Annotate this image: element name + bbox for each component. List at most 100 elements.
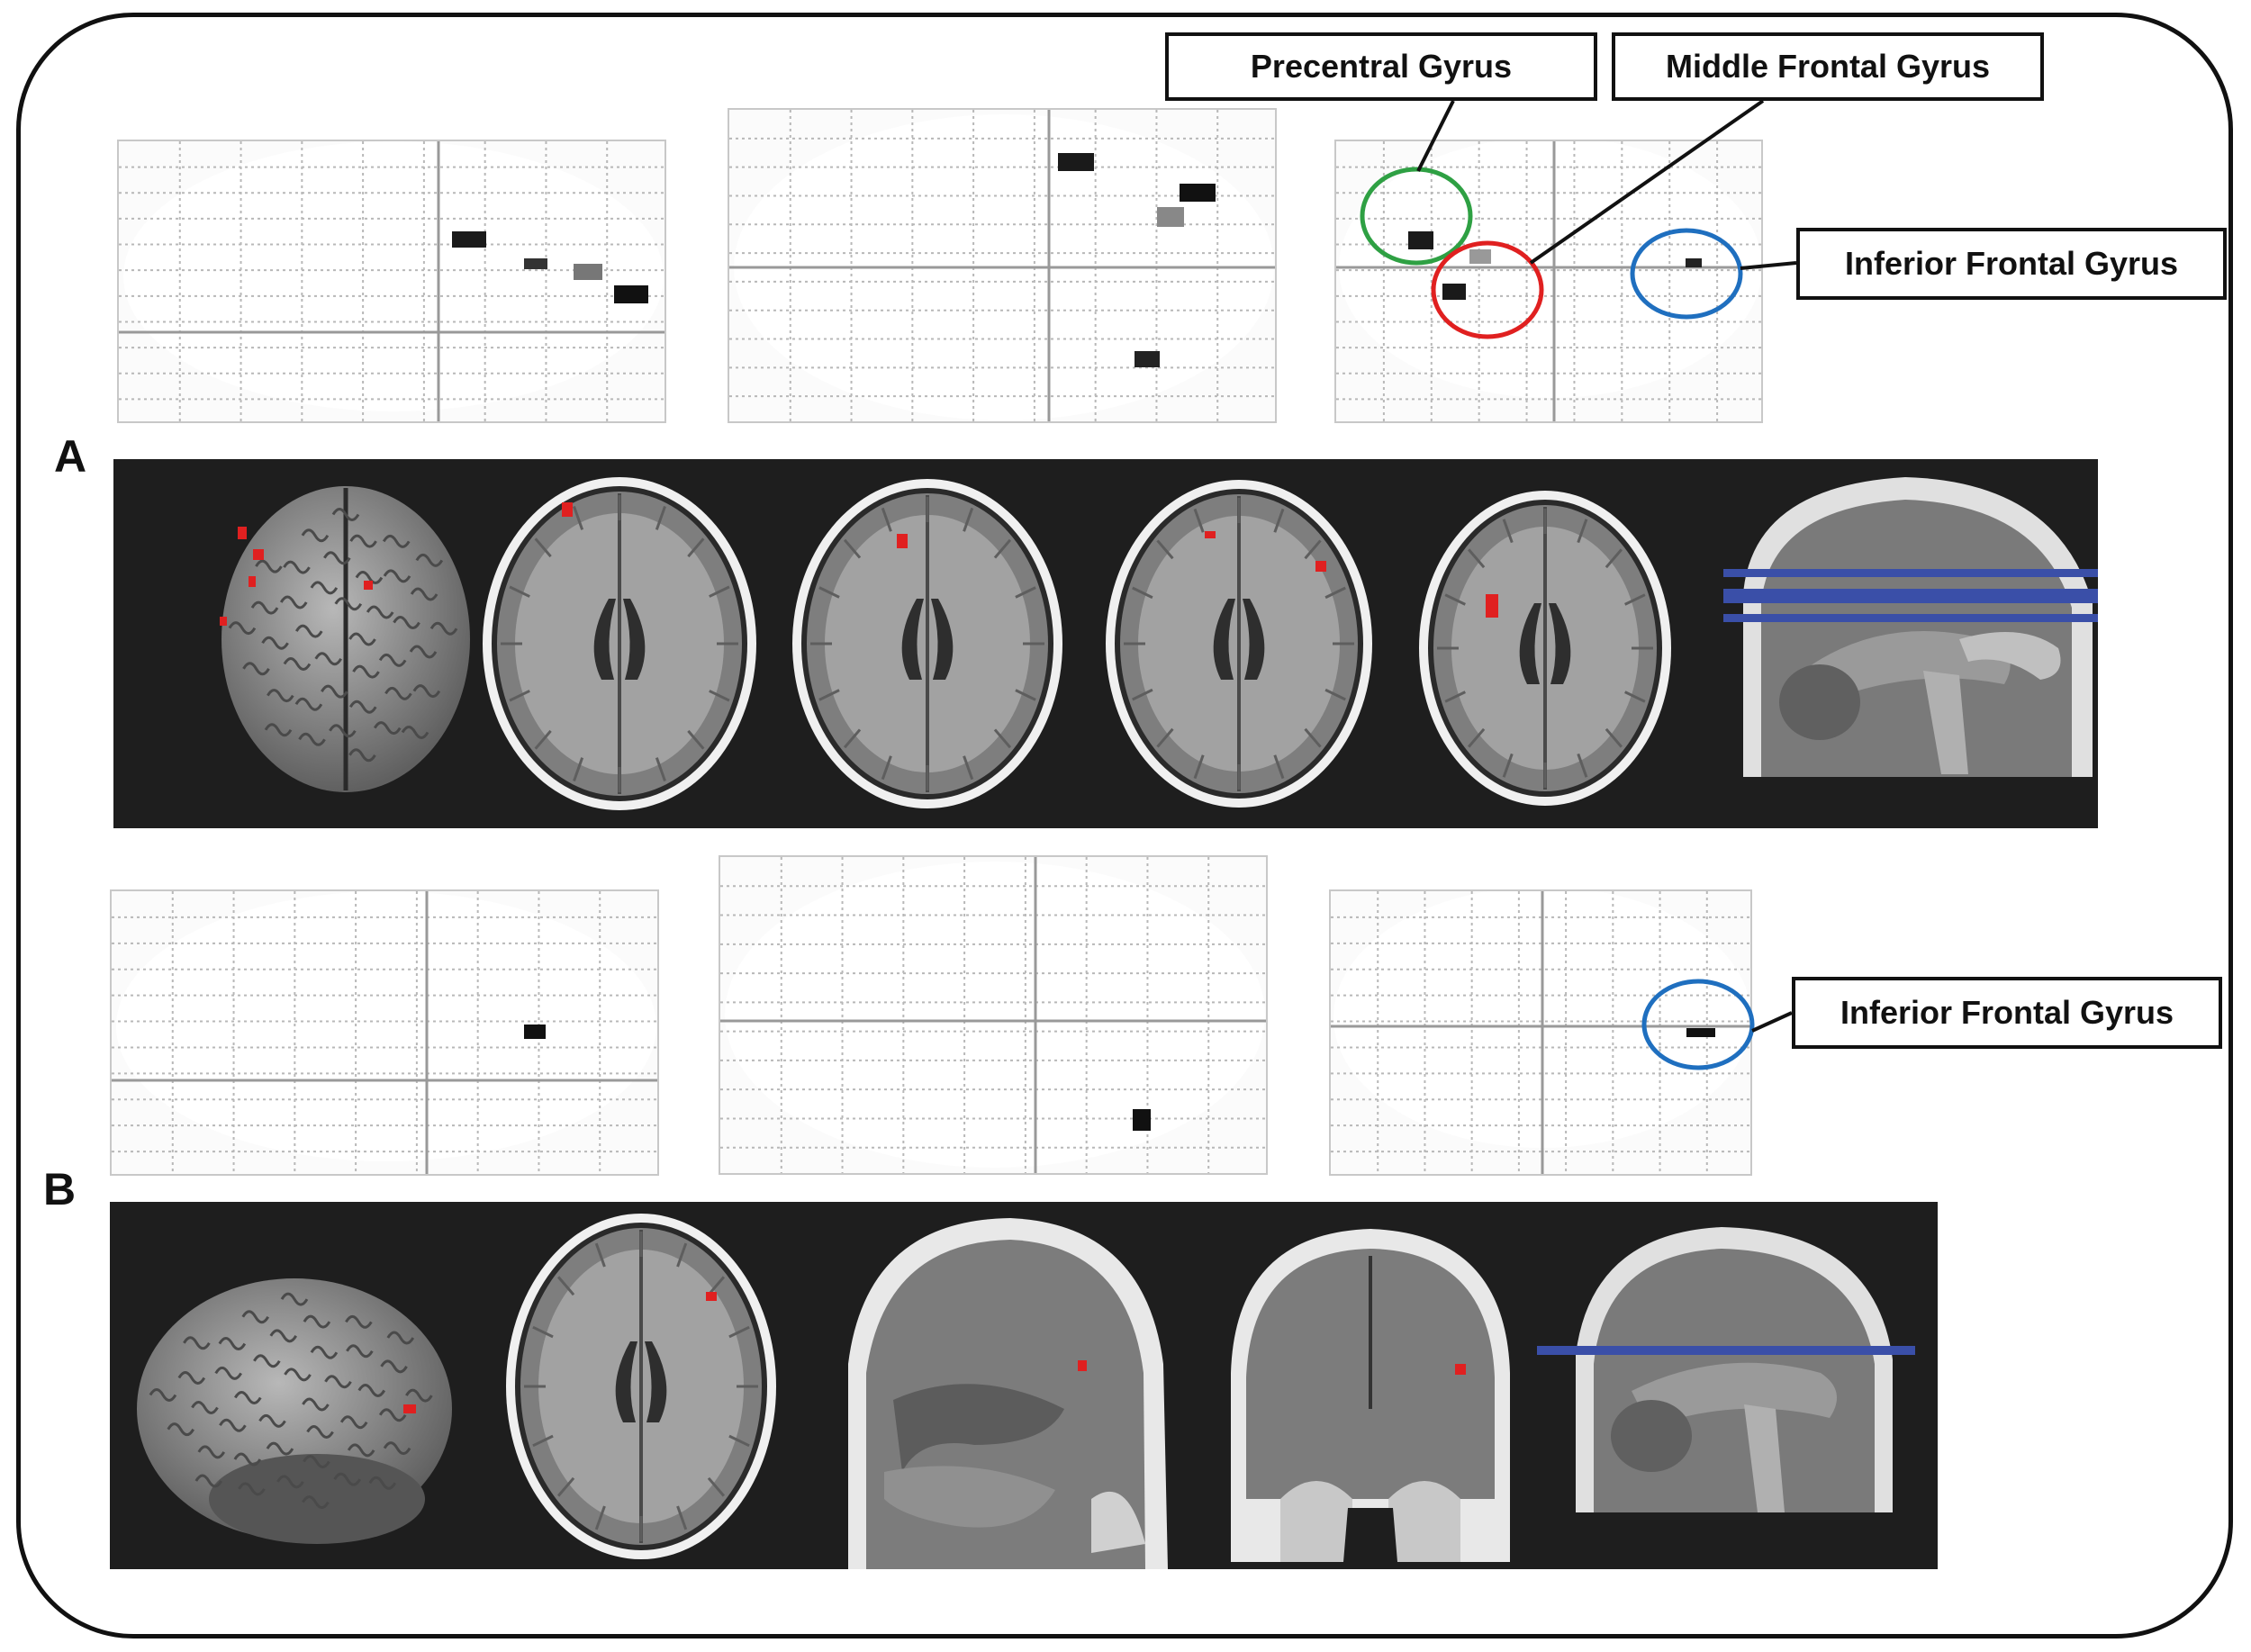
gyrus (409, 645, 438, 659)
gyrus (314, 652, 343, 666)
axial-slice-4 (1419, 491, 1671, 806)
sulcus (1304, 539, 1322, 560)
sulcus (1605, 548, 1623, 569)
ventricle-left (1213, 599, 1235, 680)
gyrus (349, 534, 377, 548)
gyrus (303, 1455, 330, 1468)
gyrus (378, 1408, 407, 1422)
gyrus (331, 508, 360, 521)
sulcus (594, 1242, 606, 1268)
sulcus (573, 757, 584, 781)
brain-outline (725, 862, 1265, 1168)
sulcus (1468, 727, 1486, 748)
grid-lines (1331, 891, 1750, 1174)
gyrus (294, 697, 323, 711)
activation-spot (1315, 561, 1326, 572)
sulcus (1444, 691, 1466, 703)
gyrus (267, 689, 294, 703)
sulcus (709, 585, 730, 598)
surface-brain-top (220, 486, 470, 792)
gyrus (194, 1474, 223, 1488)
gyrus (334, 597, 363, 611)
activation-spot (706, 1292, 717, 1301)
sagittal-reference-a (1723, 466, 2098, 777)
gyrus (345, 1314, 373, 1329)
slice-line (1537, 1346, 1915, 1355)
glass-brain-sagittal-a-svg (119, 141, 664, 421)
sulcus (1156, 539, 1174, 560)
blob (524, 258, 547, 269)
gyrus (214, 1366, 242, 1380)
sulcus (1577, 753, 1588, 778)
activation-spot (364, 581, 373, 590)
sulcus (709, 690, 730, 702)
blob (1180, 184, 1216, 202)
sulcus (818, 586, 840, 599)
glass-brain-sagittal-a (117, 140, 666, 423)
ventricle-right (1243, 599, 1265, 680)
sulcus (1624, 691, 1646, 703)
gyrus (310, 1345, 339, 1359)
sulcus (687, 537, 705, 558)
gyrus (149, 1388, 177, 1403)
gyrus (284, 1368, 312, 1382)
sagittal-reference-b (1537, 1227, 1915, 1512)
blob (1442, 284, 1466, 300)
sulcus (963, 755, 974, 781)
gyrus (310, 581, 339, 595)
gyrus (355, 571, 384, 585)
glass-brain-sagittal-b-svg (112, 891, 657, 1174)
mri-strip-a (113, 459, 2098, 828)
activation-spot (238, 527, 247, 539)
glass-brain-axial-a (728, 108, 1277, 423)
blob (1686, 258, 1702, 267)
glass-brain-axial-a-svg (729, 110, 1275, 421)
sulcus (843, 538, 862, 559)
sulcus (676, 1242, 688, 1268)
grid-lines (720, 857, 1266, 1173)
sulcus (509, 690, 530, 702)
sulcus (556, 1476, 575, 1497)
sulcus (1324, 688, 1346, 701)
blob (1469, 249, 1491, 264)
sulcus (1193, 508, 1205, 533)
gyrus (401, 726, 429, 739)
gyrus (266, 1441, 294, 1456)
sulcus (707, 1276, 726, 1296)
label-inferior-frontal-gyrus-a: Inferior Frontal Gyrus (1796, 228, 2227, 300)
gyrus (233, 1452, 262, 1467)
sulcus (963, 507, 974, 532)
sulcus (573, 506, 584, 530)
brain-outline (123, 141, 664, 411)
gyrus (302, 1397, 330, 1412)
gyrus (301, 528, 330, 543)
gyrus (348, 632, 376, 646)
sulcus (509, 585, 530, 598)
gyrus (415, 553, 444, 567)
gyrus (276, 1475, 304, 1489)
panel-letter-a: A (54, 431, 87, 482)
axial-slice-b (506, 1214, 776, 1559)
glass-brain-coronal-a (1334, 140, 1763, 423)
gyrus (218, 1337, 247, 1351)
sulcus (534, 729, 552, 750)
gyrus (269, 1329, 298, 1343)
sulcus (1444, 593, 1466, 606)
gyrus (228, 621, 257, 636)
sulcus (1502, 519, 1514, 544)
sulcus (881, 507, 892, 532)
label-precentral-gyrus: Precentral Gyrus (1165, 32, 1597, 101)
sulcus (728, 1325, 750, 1339)
activation-spot (1078, 1360, 1087, 1371)
gyrus (380, 1359, 408, 1374)
glass-brain-axial-b (719, 855, 1268, 1175)
sulcus (728, 1434, 750, 1448)
ventricle-left (901, 599, 924, 680)
gyrus (167, 1422, 195, 1437)
gyrus (324, 1375, 352, 1389)
gyrus (253, 1354, 281, 1368)
gyrus (357, 1383, 386, 1397)
gyrus (177, 1371, 206, 1386)
label-middle-frontal-gyrus: Middle Frontal Gyrus (1612, 32, 2044, 101)
glass-brain-coronal-a-svg (1336, 141, 1761, 421)
